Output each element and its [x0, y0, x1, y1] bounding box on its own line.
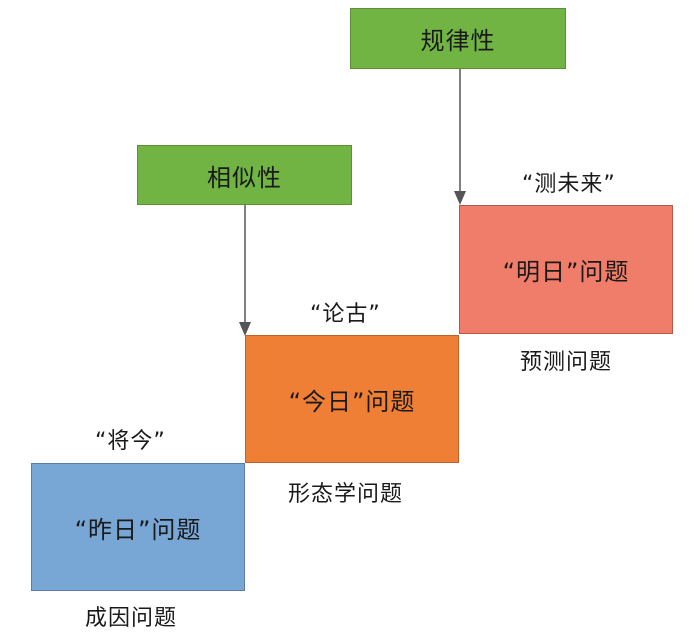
morphology-problem-label: 形态学问题: [288, 482, 404, 507]
tomorrow-problem-label: “明日”问题: [502, 258, 630, 286]
present-label: “将今”: [95, 429, 166, 454]
today-problem-label: “今日”问题: [288, 387, 416, 416]
similarity-box: 相似性: [137, 145, 352, 205]
prediction-problem-label: 预测问题: [520, 350, 613, 375]
causation-problem-label: 成因问题: [85, 606, 178, 631]
arrowhead-regularity: [454, 191, 466, 205]
tomorrow-problem-box: “明日”问题: [459, 205, 673, 334]
yesterday-problem-label: “昨日”问题: [74, 515, 202, 544]
regularity-box: 规律性: [350, 8, 566, 69]
today-problem-box: “今日”问题: [245, 335, 459, 463]
similarity-label: 相似性: [207, 163, 282, 192]
arrowhead-similarity: [239, 322, 251, 336]
discuss-past-label: “论古”: [310, 302, 381, 327]
regularity-label: 规律性: [420, 27, 496, 55]
yesterday-problem-box: “昨日”问题: [31, 463, 245, 591]
predict-future-label: “测未来”: [522, 172, 616, 197]
